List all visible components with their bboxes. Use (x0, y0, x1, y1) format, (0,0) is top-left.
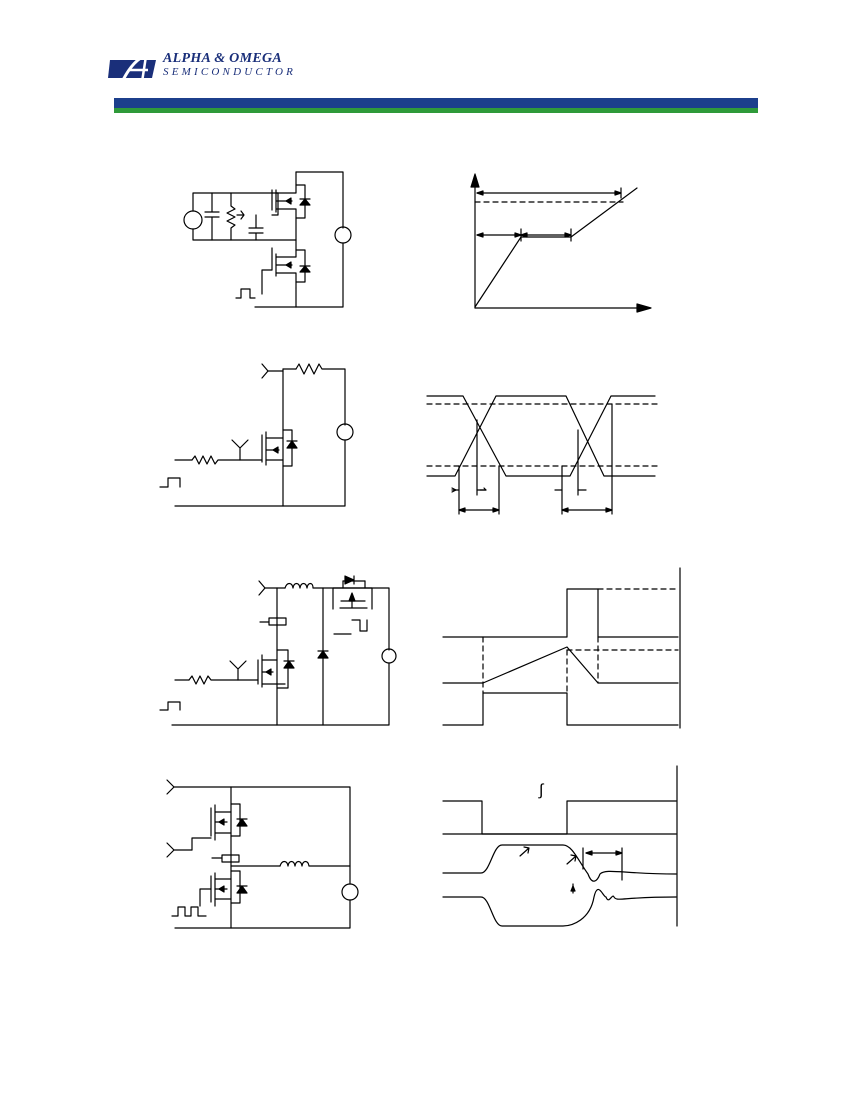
current-source-symbol (334, 226, 352, 244)
voltage-source-symbol (341, 883, 359, 901)
resistive-switching-test-circuit (159, 363, 354, 507)
gate-terminal-symbol (231, 439, 249, 461)
capacitor-symbol (204, 192, 220, 241)
pulse-symbol (351, 619, 368, 632)
mosfet-symbol (275, 171, 297, 241)
gate-charge-test-circuit (183, 171, 352, 308)
total-charge-dimension (476, 187, 622, 199)
mosfet-symbol (257, 654, 286, 688)
x-axis-arrow (636, 303, 652, 313)
voltage-source-symbol (336, 423, 354, 441)
resistor-symbol (226, 192, 236, 241)
vgs-waveform (426, 395, 656, 477)
inductor-symbol (279, 860, 351, 867)
upper-mosfet-symbol (210, 804, 232, 841)
terminal-symbol (166, 779, 175, 795)
gate-terminal-symbol (229, 660, 247, 681)
header-band-blue (114, 98, 758, 108)
vds-trace (442, 588, 679, 638)
diode-recovery-waveform (442, 765, 678, 927)
body-diode-symbol (299, 198, 311, 206)
voltage-source-symbol (381, 648, 397, 664)
y-axis-arrow (470, 173, 480, 188)
mosfet-symbol (261, 431, 284, 466)
company-logo (108, 52, 156, 83)
logo-emblem-stroke (120, 52, 149, 83)
voltage-source-symbol (183, 210, 203, 230)
diode-recovery-test-circuit (166, 779, 359, 929)
header-band-green (114, 108, 758, 113)
gate-voltage-curve (474, 187, 638, 308)
capacitor-symbol (248, 214, 264, 241)
supply-terminal-symbol (261, 363, 269, 379)
pulse-symbol (159, 477, 181, 488)
vds-waveform (426, 395, 656, 477)
integral-symbol: ∫ (538, 782, 545, 799)
company-name: ALPHA & OMEGA (163, 51, 283, 66)
diode-current-trace (442, 844, 677, 882)
pulse-symbol (235, 288, 256, 299)
resistor-symbol (295, 363, 346, 426)
gate-charge-waveform (470, 173, 652, 313)
vgs-trace (442, 692, 679, 726)
company-subtitle: SEMICONDUCTOR (163, 66, 297, 78)
id-trace (442, 646, 679, 684)
pulse-train-symbol (171, 906, 207, 917)
pulse-symbol (159, 701, 181, 711)
resistive-switching-waveform (426, 395, 661, 515)
unclamped-inductive-switching-test-circuit (159, 575, 397, 726)
unclamped-inductive-switching-waveform (442, 567, 681, 729)
terminal-symbol (166, 842, 175, 858)
resistor-symbol (191, 455, 263, 465)
logo-emblem-stroke-3 (140, 55, 148, 83)
header-band (114, 98, 758, 113)
supply-terminal-symbol (258, 580, 266, 596)
vds-trace (442, 888, 677, 927)
resistor-symbol (188, 675, 259, 685)
qgd-dimension (520, 228, 572, 242)
vgs-trace (442, 800, 677, 835)
inductor-symbol (284, 582, 390, 651)
